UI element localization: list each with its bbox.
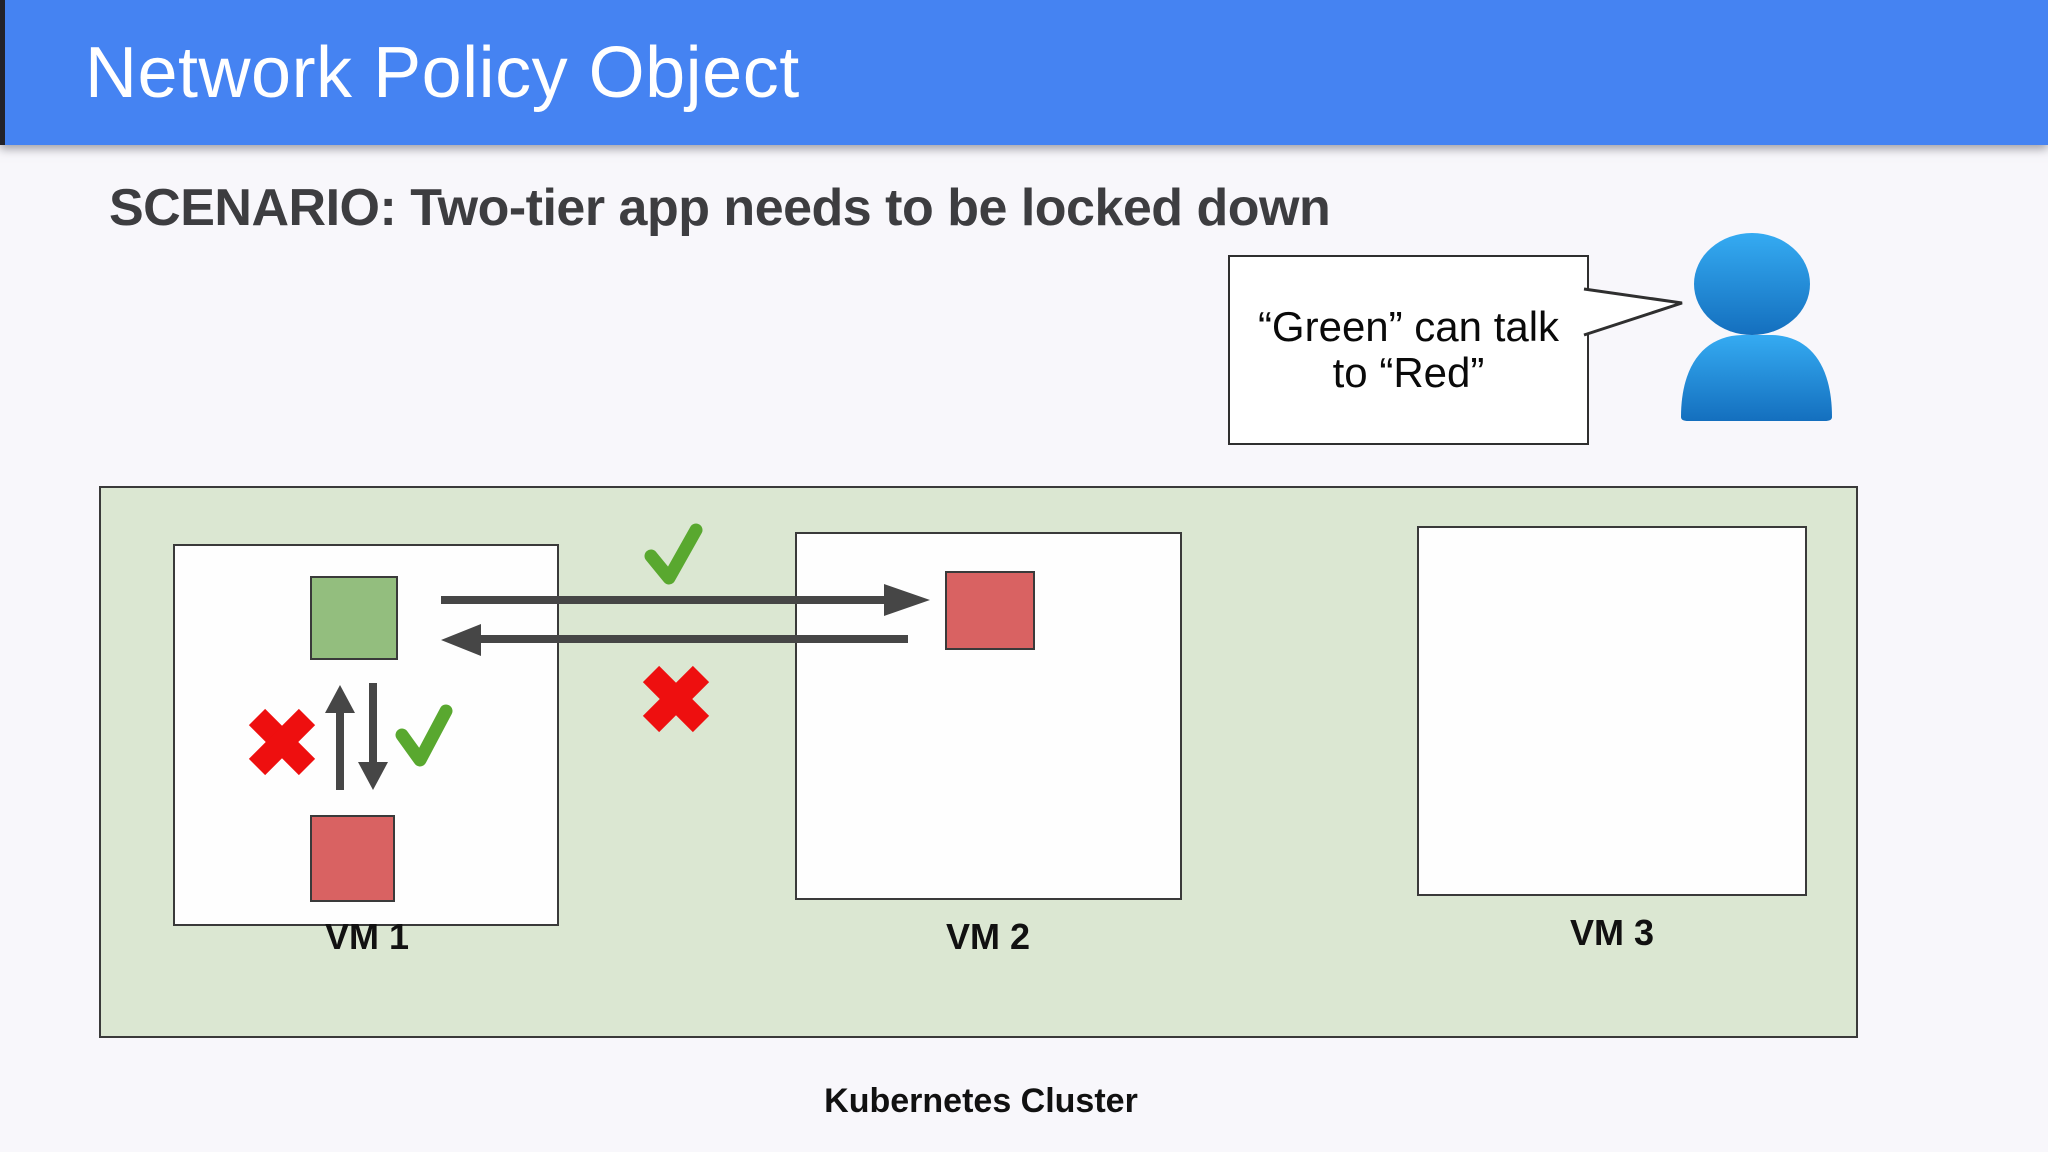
vm1-label: VM 1 [324,916,410,957]
person-icon [1681,233,1832,421]
vm2-label: VM 2 [945,916,1031,957]
speech-bubble-tail [1583,287,1683,337]
red-pod-vm2 [945,571,1035,650]
speech-bubble-line2: to “Red” [1332,349,1485,396]
red-pod-vm1 [310,815,395,902]
scenario-heading: SCENARIO: Two-tier app needs to be locke… [109,179,1331,237]
vm3-label: VM 3 [1569,912,1655,953]
slide-title: Network Policy Object [85,33,800,113]
speech-bubble-line1: “Green” can talk [1257,303,1560,350]
header-bar [0,0,2048,145]
person-body [1681,335,1832,421]
speech-bubble: “Green” can talk to “Red” [1228,255,1589,445]
person-head [1694,233,1810,335]
header-left-edge [0,0,5,145]
kubernetes-cluster-label: Kubernetes Cluster [824,1082,1138,1120]
green-pod-vm1 [310,576,398,660]
vm3-box [1417,526,1807,896]
